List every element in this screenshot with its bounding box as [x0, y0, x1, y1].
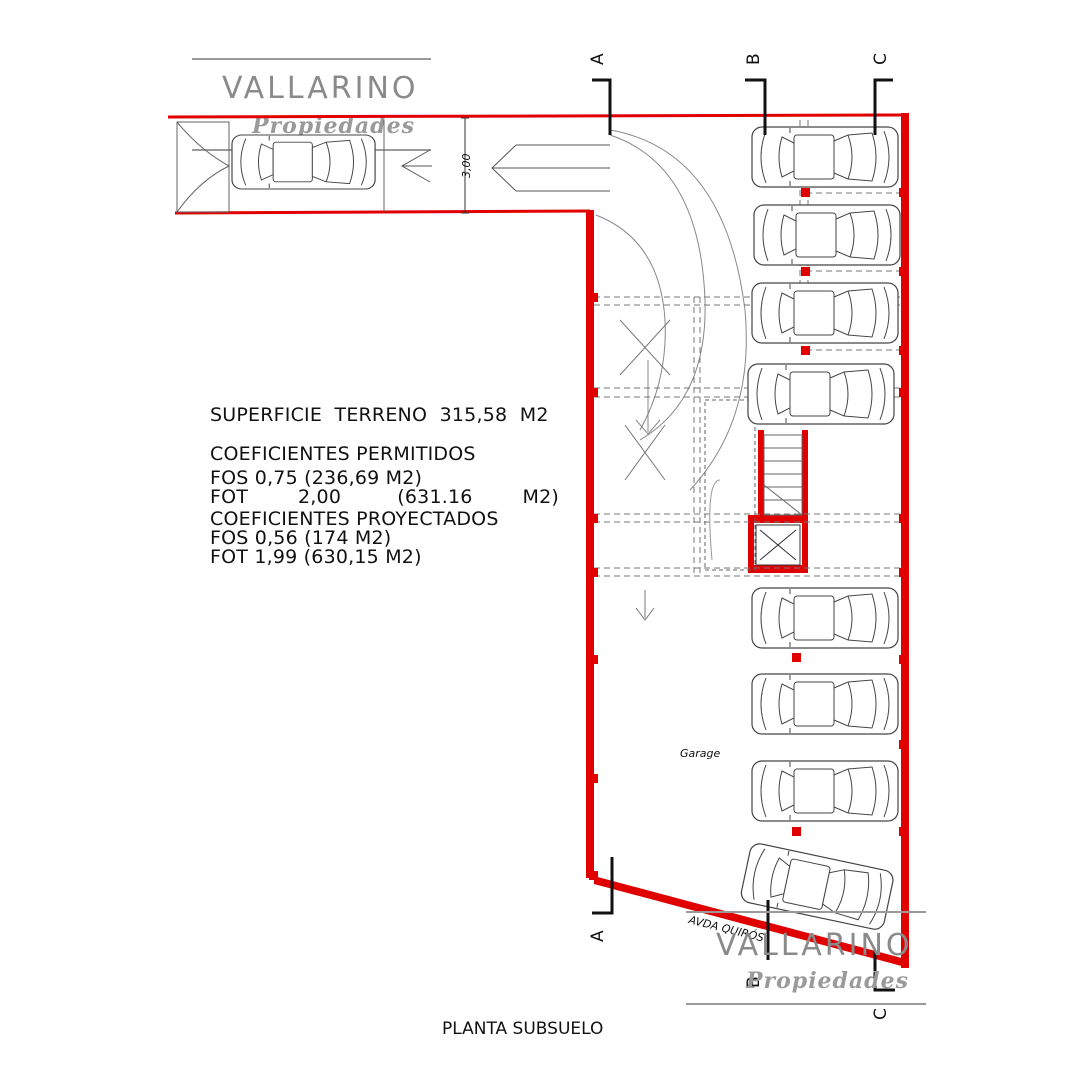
structural-grid	[594, 120, 901, 577]
superficie-text: SUPERFICIE TERRENO 315,58 M2	[210, 404, 549, 426]
cut-c-bottom: C	[871, 1008, 891, 1020]
car-2	[753, 204, 901, 266]
ramp-curves	[595, 129, 747, 491]
walls	[167, 113, 909, 968]
car-6	[751, 673, 899, 735]
car-3	[751, 282, 899, 344]
fos-proyectado: FOS 0,56 (174 M2)	[210, 527, 392, 549]
cut-b-top: B	[744, 53, 764, 65]
dimension-label: 3,00	[460, 154, 473, 179]
section-cuts	[592, 78, 895, 992]
watermark-brand: VALLARINO	[222, 71, 419, 106]
garage-label: Garage	[680, 747, 721, 760]
car-7	[751, 760, 899, 822]
proyectados-title: COEFICIENTES PROYECTADOS	[210, 508, 499, 530]
info-block: SUPERFICIE TERRENO 315,58 M2	[210, 406, 549, 425]
car-4	[747, 363, 895, 425]
fot-proyectado: FOT 1,99 (630,15 M2)	[210, 546, 422, 568]
cut-c-top: C	[871, 53, 891, 65]
cut-a-bottom: A	[588, 930, 608, 942]
watermark-brand-bottom: VALLARINO	[716, 928, 913, 963]
cut-b-bottom: B	[744, 976, 764, 988]
car-1	[751, 126, 899, 188]
parked-cars	[738, 126, 901, 932]
cut-a-top: A	[588, 53, 608, 65]
columns	[589, 188, 908, 880]
entry-corridor	[176, 117, 610, 214]
staircase	[704, 399, 803, 571]
watermark-script-bottom: Propiedades	[745, 968, 909, 994]
permitidos-title: COEFICIENTES PERMITIDOS	[210, 443, 476, 465]
car-5	[751, 587, 899, 649]
fot-permitido: FOT 2,00 (631.16 M2)	[210, 486, 559, 508]
plan-title: PLANTA SUBSUELO	[442, 1019, 603, 1039]
void-marks	[619, 319, 671, 621]
fos-permitido: FOS 0,75 (236,69 M2)	[210, 467, 423, 489]
car-entry	[231, 134, 376, 190]
permitidos-block: COEFICIENTES PERMITIDOS FOS 0,75 (236,69…	[210, 445, 559, 567]
car-8	[738, 841, 896, 932]
watermark-bottom: VALLARINO Propiedades	[686, 911, 926, 1005]
